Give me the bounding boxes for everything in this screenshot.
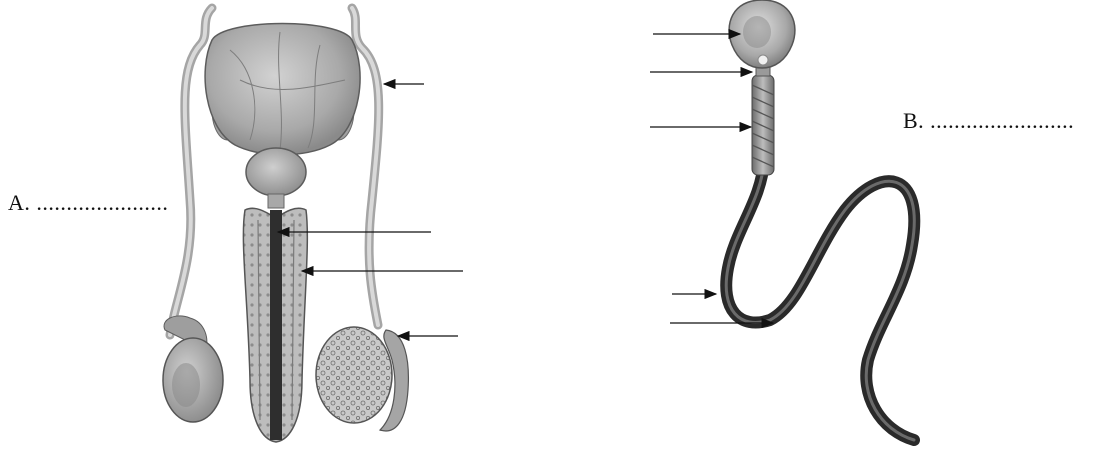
sperm-cell [726, 0, 914, 440]
label-a[interactable]: A. ...................... [8, 190, 168, 216]
urethra [270, 210, 282, 440]
male-reproductive-system [163, 8, 408, 442]
centriole [758, 55, 768, 65]
testis-right [316, 327, 392, 423]
label-b[interactable]: B. ........................ [903, 108, 1074, 134]
sperm-nucleus [743, 16, 771, 48]
prostate-gland [246, 148, 306, 196]
